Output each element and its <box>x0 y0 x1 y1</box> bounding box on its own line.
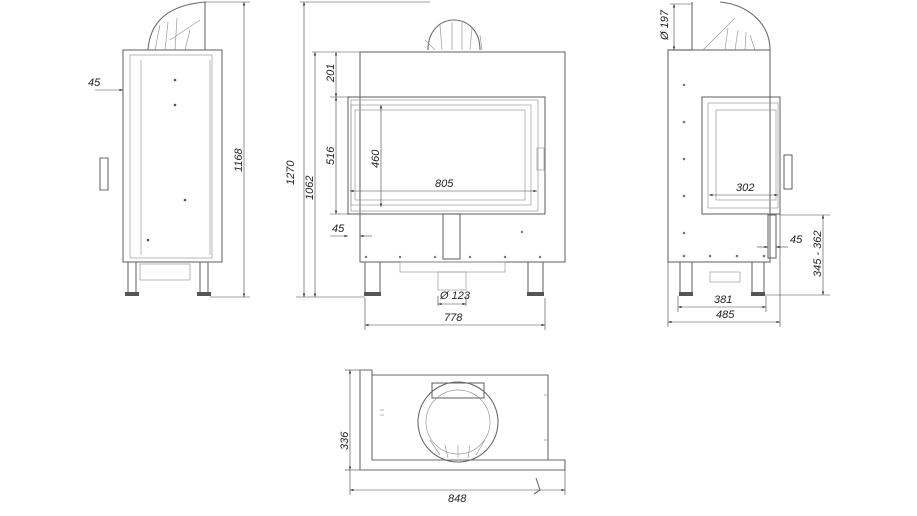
right-side-view: Ø 197 302 45 345 - 362 381 485 <box>659 1 830 327</box>
dim-top-to-door: 201 <box>325 64 337 83</box>
dim-glass-depth: 302 <box>736 182 754 194</box>
dim-body-depth: 485 <box>716 309 735 321</box>
dim-front-door-offset: 45 <box>332 223 345 235</box>
dim-overall-height: 1270 <box>285 160 297 185</box>
dim-legs-span: 381 <box>714 294 732 306</box>
dim-left-height: 1168 <box>233 147 245 172</box>
left-side-view: 45 1168 <box>88 1 250 298</box>
dim-glass-height: 460 <box>370 149 382 168</box>
dim-right-door-offset: 45 <box>790 234 803 246</box>
front-view: 1270 1062 201 516 460 805 45 Ø 123 778 <box>285 1 566 330</box>
dim-door-to-floor: 345 - 362 <box>812 231 824 277</box>
dim-top-width: 848 <box>448 493 467 505</box>
top-view: 336 848 <box>339 369 566 505</box>
dim-body-width: 778 <box>444 312 463 324</box>
dim-air-inlet: Ø 123 <box>439 290 471 302</box>
dim-flue-diameter: Ø 197 <box>659 9 671 41</box>
dim-left-offset: 45 <box>88 77 101 89</box>
dim-body-height: 1062 <box>304 176 316 200</box>
dim-door-height: 516 <box>325 146 337 165</box>
dim-top-depth: 336 <box>339 431 351 450</box>
dim-glass-width: 805 <box>435 178 454 190</box>
